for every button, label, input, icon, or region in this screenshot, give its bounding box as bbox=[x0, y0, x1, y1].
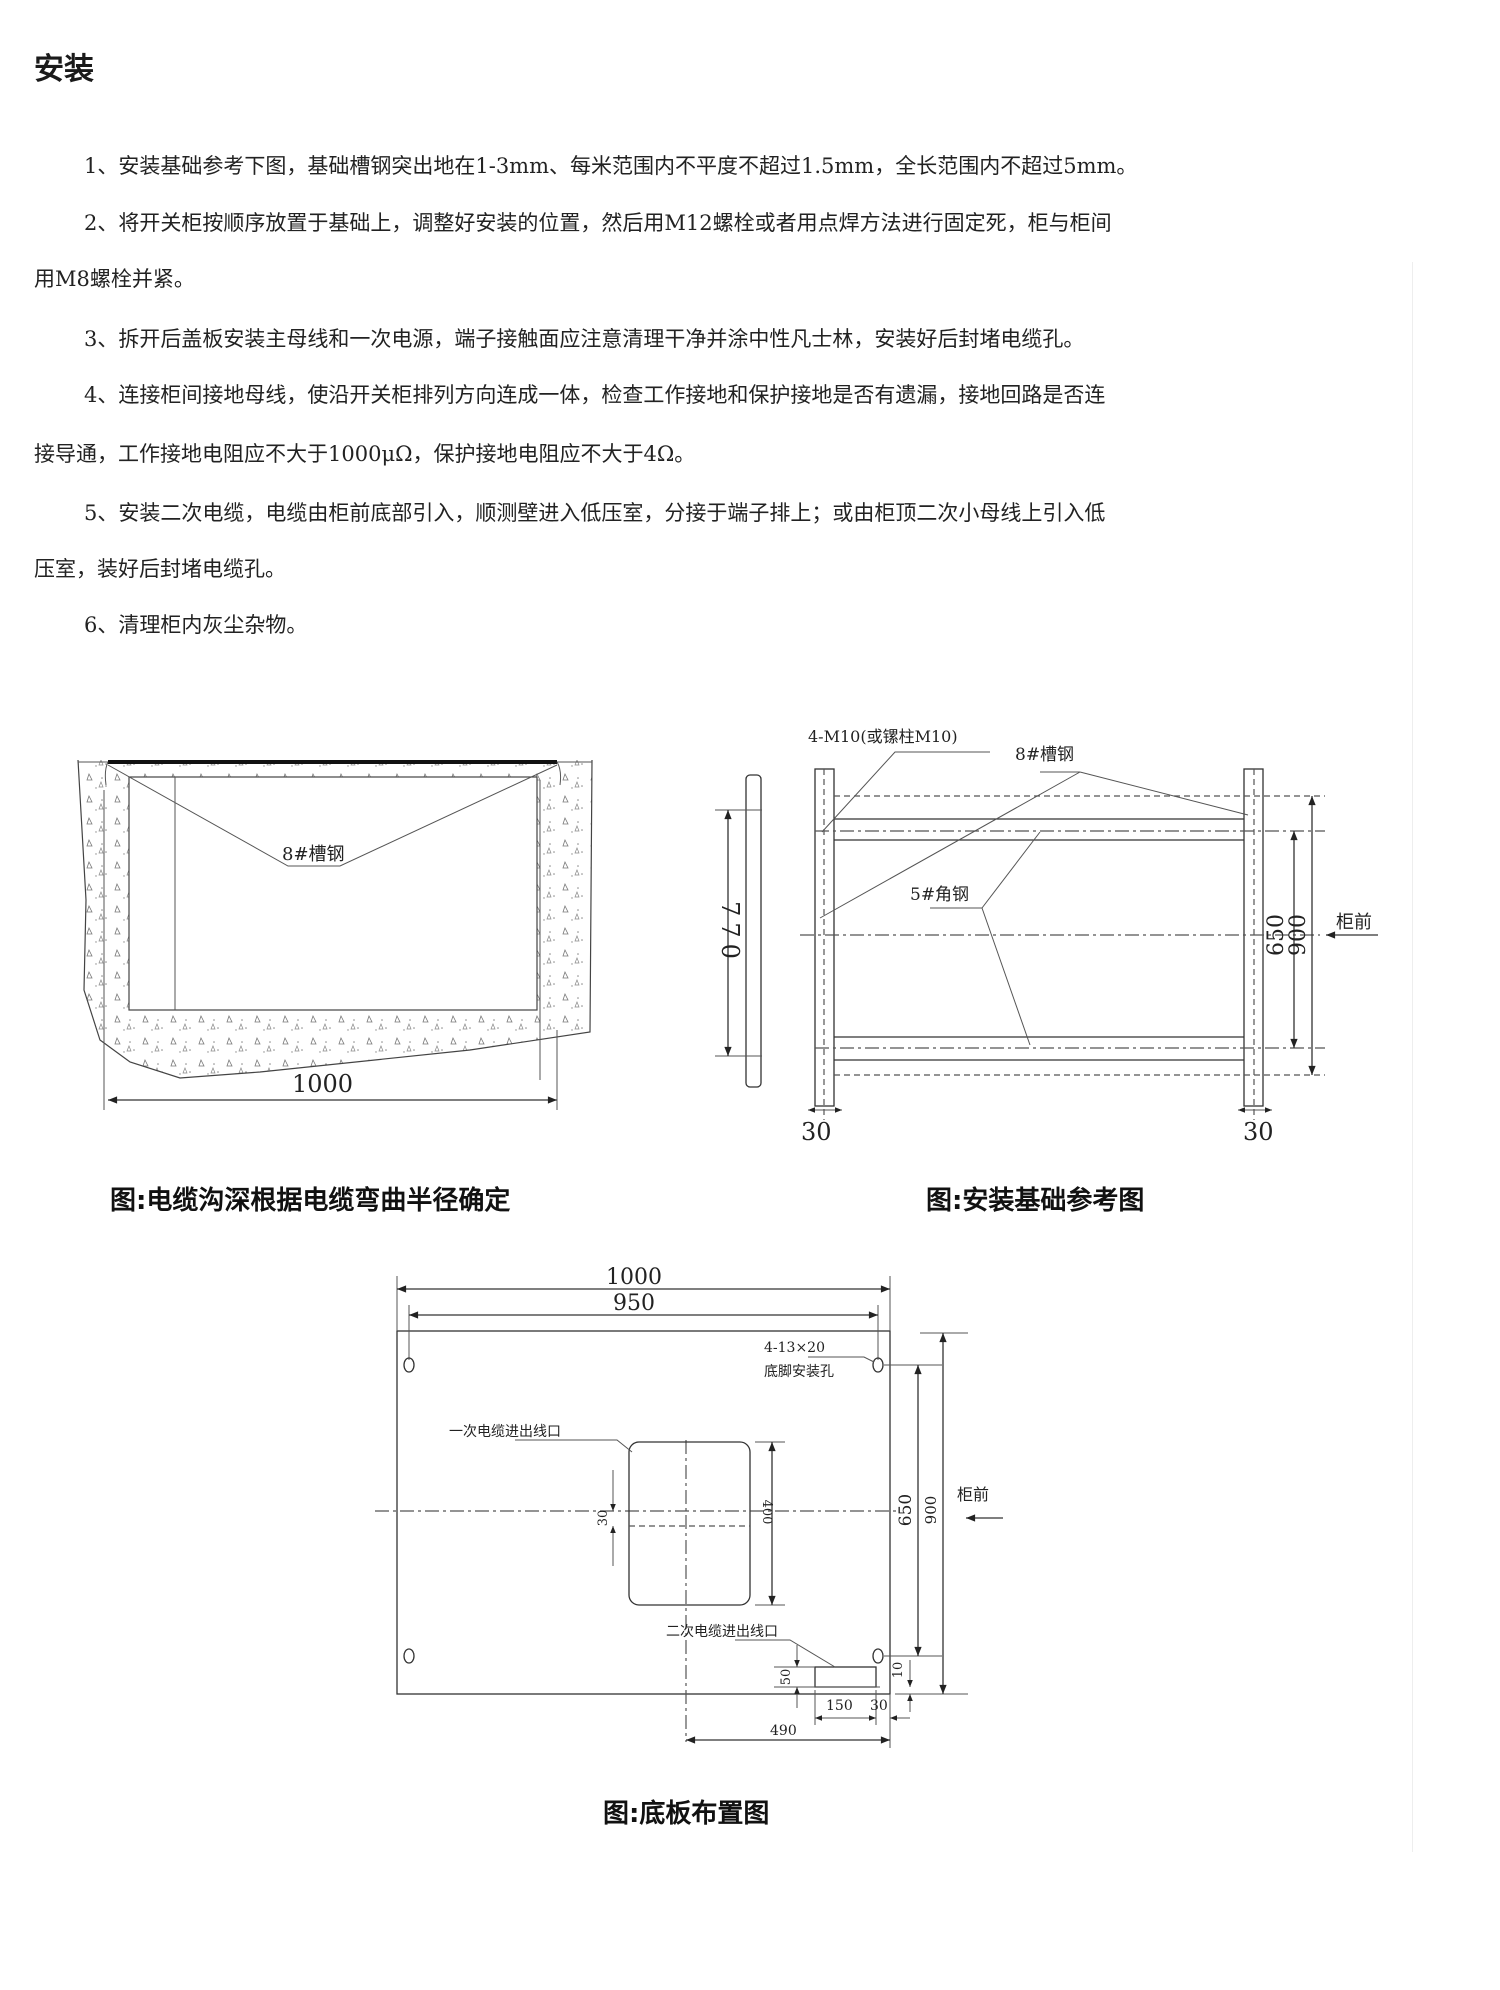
fig2-dim-770-label: 770 bbox=[716, 901, 744, 965]
channel-leader-right bbox=[1079, 771, 1249, 816]
fig2-dim-30-right: 30 bbox=[1243, 1118, 1274, 1146]
paragraph-6: 6、清理柜内灰尘杂物。 bbox=[84, 613, 308, 637]
paragraph-4-cont: 接导通，工作接地电阻应不大于1000μΩ，保护接地电阻应不大于4Ω。 bbox=[34, 442, 696, 466]
fig3-dim-30b-label: 30 bbox=[870, 1698, 888, 1714]
channel-leader-left bbox=[819, 771, 1081, 919]
fig1-trench-drawing: 8#槽钢 1000 bbox=[77, 759, 593, 1110]
mount-hole bbox=[403, 1357, 415, 1373]
base-plate bbox=[396, 1330, 891, 1695]
primary-cable-opening bbox=[628, 1441, 751, 1606]
paragraph-3: 3、拆开后盖板安装主母线和一次电源，端子接触面应注意清理干净并涂中性凡士林，安装… bbox=[84, 327, 1085, 351]
fig3-baseplate-drawing: 1000 950 30 400 一次电缆进出线口 4-13×20 底脚安装孔 6… bbox=[375, 1265, 1003, 1748]
fig1-channel-label: 8#槽钢 bbox=[282, 844, 345, 865]
paragraph-2: 2、将开关柜按顺序放置于基础上，调整好安装的位置，然后用M12螺栓或者用点焊方法… bbox=[84, 211, 1112, 235]
paragraph-5: 5、安装二次电缆，电缆由柜前底部引入，顺测壁进入低压室，分接于端子排上；或由柜顶… bbox=[84, 501, 1106, 525]
fig2-angle-label: 5#角钢 bbox=[910, 885, 969, 905]
fig1-caption: 图:电缆沟深根据电缆弯曲半径确定 bbox=[110, 1186, 511, 1216]
bolt-leader bbox=[821, 751, 990, 833]
paragraph-2-cont: 用M8螺栓并紧。 bbox=[34, 267, 195, 291]
secondary-cable-slot bbox=[814, 1666, 877, 1688]
fig3-dim-950-label: 950 bbox=[613, 1291, 655, 1316]
channel-steel-ends bbox=[104, 761, 562, 786]
fig3-dim-650-label: 650 bbox=[896, 1494, 916, 1526]
angle-leader-top bbox=[981, 831, 1041, 909]
fig3-dim-490-label: 490 bbox=[770, 1723, 797, 1739]
angle-leader-bottom bbox=[981, 907, 1031, 1046]
fig3-dim-10: 10 bbox=[891, 1662, 906, 1679]
page-edge-line bbox=[1412, 262, 1413, 1852]
secondary-cable-label: 二次电缆进出线口 bbox=[666, 1624, 778, 1640]
mount-hole bbox=[872, 1357, 884, 1373]
fig2-caption: 图:安装基础参考图 bbox=[926, 1186, 1145, 1216]
fig2-foundation-drawing: 770 650 900 柜前 4-M10(或镙柱M10) 8#槽钢 5#角钢 3… bbox=[715, 727, 1378, 1146]
fig3-dim-900-label: 900 bbox=[922, 1496, 940, 1525]
fig3-caption: 图:底板布置图 bbox=[603, 1799, 770, 1829]
primary-cable-label: 一次电缆进出线口 bbox=[449, 1424, 561, 1440]
fig2-bolt-label: 4-M10(或镙柱M10) bbox=[808, 727, 958, 746]
paragraph-1: 1、安装基础参考下图，基础槽钢突出地在1-3mm、每米范围内不平度不超过1.5m… bbox=[84, 154, 1138, 178]
fig3-dim-400-label: 400 bbox=[759, 1500, 774, 1525]
fig2-channel-label: 8#槽钢 bbox=[1015, 745, 1074, 765]
fig3-dim-150-label: 150 bbox=[826, 1698, 853, 1714]
hole-leader bbox=[808, 1356, 875, 1363]
fig3-dim-50: 50 bbox=[779, 1669, 794, 1686]
paragraph-5-cont: 压室，装好后封堵电缆孔。 bbox=[34, 557, 286, 581]
fig3-front-label: 柜前 bbox=[957, 1485, 989, 1504]
fig3-dim-30: 30 bbox=[596, 1510, 611, 1527]
section-title: 安装 bbox=[34, 52, 94, 87]
hole-label: 底脚安装孔 bbox=[764, 1364, 834, 1380]
trench-cavity bbox=[128, 776, 538, 1011]
fig3-dim-1000-label: 1000 bbox=[606, 1265, 662, 1290]
fig1-dim-1000-label: 1000 bbox=[292, 1070, 353, 1098]
left-rail bbox=[745, 774, 762, 1088]
hole-spec-label: 4-13×20 bbox=[764, 1340, 825, 1356]
mount-hole bbox=[403, 1648, 415, 1664]
paragraph-4: 4、连接柜间接地母线，使沿开关柜排列方向连成一体，检查工作接地和保护接地是否有遗… bbox=[84, 383, 1106, 407]
fig2-dim-30-left: 30 bbox=[801, 1118, 832, 1146]
fig2-front-label: 柜前 bbox=[1336, 912, 1372, 933]
primary-leader bbox=[515, 1439, 633, 1453]
channel-leader bbox=[107, 764, 558, 867]
fig2-dim-900-label: 900 bbox=[1286, 914, 1311, 956]
mount-hole bbox=[872, 1648, 884, 1664]
fig2-dim-650-label: 650 bbox=[1264, 914, 1289, 956]
secondary-leader bbox=[735, 1639, 836, 1668]
